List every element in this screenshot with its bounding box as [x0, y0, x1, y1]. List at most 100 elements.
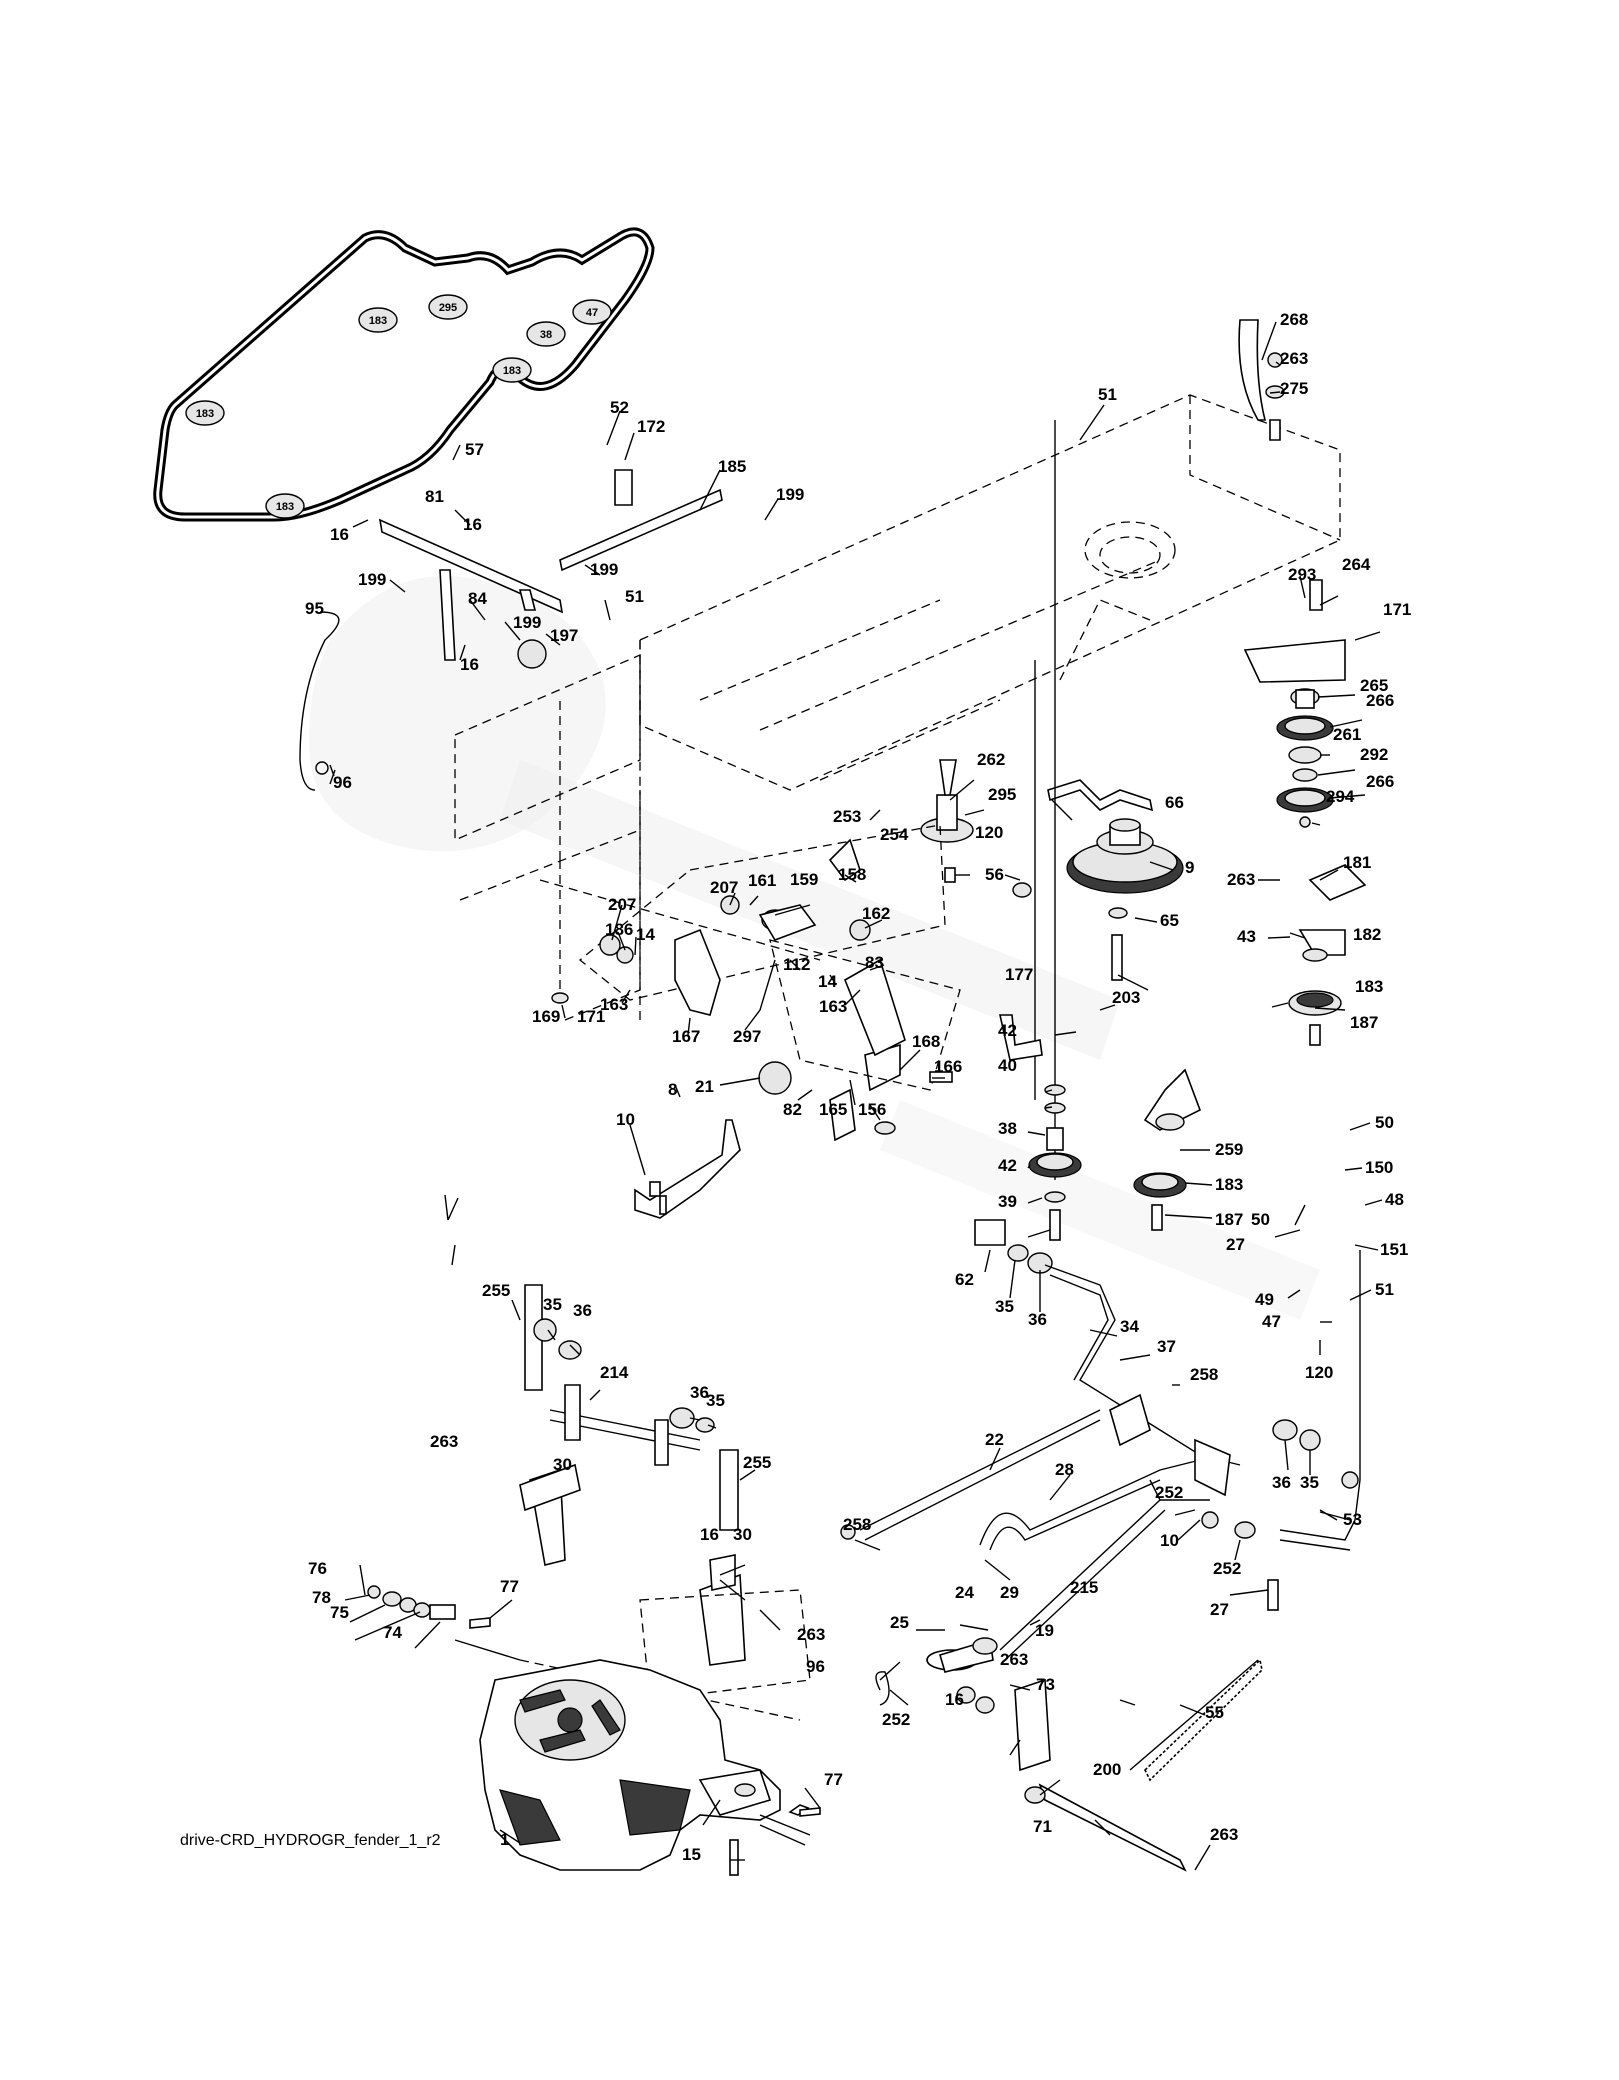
part-label: 76 — [308, 1559, 327, 1578]
part-label: 27 — [1210, 1600, 1229, 1619]
tractor-frame — [454, 394, 1341, 1021]
part-label: 29 — [1000, 1583, 1019, 1602]
part-label: 77 — [824, 1770, 843, 1789]
part-label: 167 — [672, 1027, 700, 1046]
part-label: 254 — [880, 825, 909, 844]
part-label: 16 — [700, 1525, 719, 1544]
part-label: 166 — [934, 1057, 962, 1076]
part-label: 22 — [985, 1430, 1004, 1449]
part-label: 159 — [790, 870, 818, 889]
part-label: 14 — [636, 925, 655, 944]
part-label: 25 — [890, 1613, 909, 1632]
part-label: 156 — [858, 1100, 886, 1119]
part-label: 258 — [843, 1515, 871, 1534]
part-label: 263 — [1227, 870, 1255, 889]
center-drive-pulley — [864, 759, 1184, 1092]
part-label: 268 — [1280, 310, 1308, 329]
part-label: 56 — [985, 865, 1004, 884]
part-label: 252 — [882, 1710, 910, 1729]
part-label: 49 — [1255, 1290, 1274, 1309]
svg-text:295: 295 — [439, 302, 457, 314]
svg-text:38: 38 — [540, 329, 552, 341]
part-label: 181 — [1343, 853, 1371, 872]
part-label: 263 — [1210, 1825, 1238, 1844]
pedal-linkage — [524, 1219, 1361, 1706]
belt-tag: 183 — [185, 400, 225, 426]
part-label: 43 — [1237, 927, 1256, 946]
belt-pulley-tags: 183 295 38 47 183 183 183 — [185, 294, 612, 519]
part-label: 51 — [1375, 1280, 1394, 1299]
part-label: 253 — [833, 807, 861, 826]
drive-belt — [153, 227, 655, 522]
part-label: 82 — [783, 1100, 802, 1119]
part-label: 52 — [610, 398, 629, 417]
part-label: 183 — [1215, 1175, 1243, 1194]
part-label: 266 — [1366, 772, 1394, 791]
part-label: 50 — [1251, 1210, 1270, 1229]
part-label: 30 — [553, 1455, 572, 1474]
part-label: 264 — [1342, 555, 1371, 574]
upper-left-linkage — [299, 469, 723, 791]
part-label: 161 — [748, 871, 776, 890]
part-label: 30 — [733, 1525, 752, 1544]
part-label: 199 — [358, 570, 386, 589]
part-label: 84 — [468, 589, 487, 608]
part-label: 185 — [718, 457, 746, 476]
part-label: 24 — [955, 1583, 974, 1602]
part-label: 57 — [465, 440, 484, 459]
part-label: 263 — [1000, 1650, 1028, 1669]
part-labels: 268 263 275 51 52 172 185 199 57 16 81 1… — [305, 310, 1411, 1864]
part-label: 39 — [998, 1192, 1017, 1211]
part-label: 187 — [1215, 1210, 1243, 1229]
part-label: 16 — [460, 655, 479, 674]
part-label: 21 — [695, 1077, 714, 1096]
part-label: 171 — [1383, 600, 1411, 619]
part-label: 1 — [500, 1830, 509, 1849]
part-label: 10 — [616, 1110, 635, 1129]
part-label: 297 — [733, 1027, 761, 1046]
part-label: 150 — [1365, 1158, 1393, 1177]
part-label: 255 — [743, 1453, 771, 1472]
part-label: 214 — [600, 1363, 629, 1382]
part-label: 35 — [1300, 1473, 1319, 1492]
part-label: 78 — [312, 1588, 331, 1607]
part-label: 14 — [818, 972, 837, 991]
part-label: 74 — [383, 1623, 402, 1642]
part-label: 187 — [1350, 1013, 1378, 1032]
part-label: 259 — [1215, 1140, 1243, 1159]
part-label: 77 — [500, 1577, 519, 1596]
watermark-logo — [309, 576, 1320, 1320]
part-label: 35 — [543, 1295, 562, 1314]
part-label: 199 — [776, 485, 804, 504]
part-label: 258 — [1190, 1365, 1218, 1384]
part-label: 112 — [783, 955, 810, 974]
part-label: 200 — [1093, 1760, 1121, 1779]
part-label: 168 — [912, 1032, 940, 1051]
part-label: 261 — [1333, 725, 1361, 744]
svg-text:183: 183 — [369, 315, 387, 327]
part-label: 163 — [600, 995, 628, 1014]
part-label: 9 — [1185, 858, 1194, 877]
belt-tag: 183 — [492, 357, 532, 383]
belt-tag: 183 — [265, 493, 305, 519]
part-label: 162 — [862, 904, 890, 923]
idler-stack — [999, 420, 1202, 1241]
part-label: 275 — [1280, 379, 1308, 398]
part-label: 120 — [1305, 1363, 1333, 1382]
part-label: 292 — [1360, 745, 1388, 764]
svg-text:183: 183 — [503, 365, 521, 377]
part-label: 263 — [430, 1432, 458, 1451]
part-label: 35 — [995, 1297, 1014, 1316]
part-label: 262 — [977, 750, 1005, 769]
part-label: 75 — [330, 1603, 349, 1622]
belt-tag: 295 — [428, 294, 468, 320]
part-label: 35 — [706, 1391, 725, 1410]
part-label: 83 — [865, 953, 884, 972]
part-label: 47 — [1262, 1312, 1281, 1331]
part-label: 34 — [1120, 1317, 1139, 1336]
part-label: 19 — [1035, 1621, 1054, 1640]
part-label: 265 — [1360, 676, 1388, 695]
part-label: 65 — [1160, 911, 1179, 930]
part-label: 66 — [1165, 793, 1184, 812]
part-label: 27 — [1226, 1235, 1245, 1254]
